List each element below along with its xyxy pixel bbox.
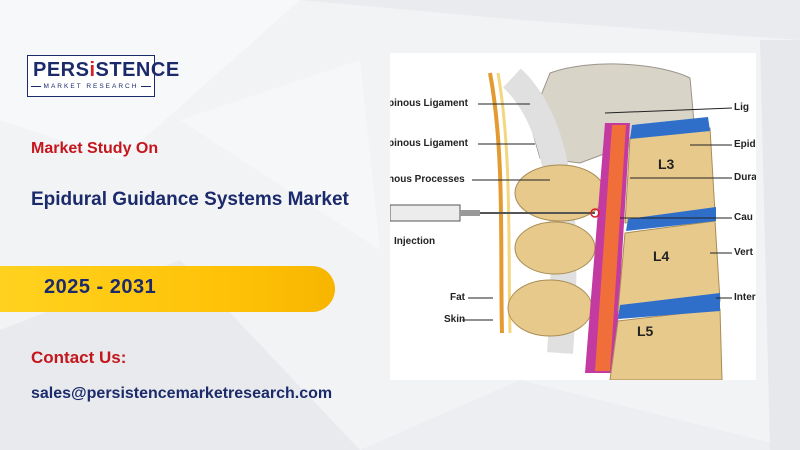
spine-illustration: pinous Ligament pinous Ligament nous Pro… bbox=[390, 53, 756, 380]
label-vertebra: Vert bbox=[734, 247, 753, 258]
vertebra-l4: L4 bbox=[653, 248, 670, 264]
vertebra-l3: L3 bbox=[658, 156, 675, 172]
label-injection: Injection bbox=[394, 236, 436, 247]
contact-label: Contact Us: bbox=[31, 348, 127, 367]
label-spinous-processes: nous Processes bbox=[390, 174, 465, 185]
company-logo: PERSiSTENCE MARKET RESEARCH bbox=[27, 55, 179, 101]
logo-subtitle: MARKET RESEARCH bbox=[27, 83, 155, 91]
year-band bbox=[0, 266, 335, 312]
label-cauda: Cau bbox=[734, 212, 753, 223]
label-intervertebral: Inter bbox=[734, 292, 756, 303]
vertebra-l5: L5 bbox=[637, 323, 654, 339]
label-fat: Fat bbox=[450, 292, 465, 303]
spine-diagram bbox=[390, 63, 733, 380]
study-label: Market Study On bbox=[31, 140, 159, 157]
label-ligament: Lig bbox=[734, 102, 749, 113]
contact-email[interactable]: sales@persistencemarketresearch.com bbox=[31, 385, 333, 402]
logo-wordmark: PERSiSTENCE bbox=[33, 59, 180, 81]
label-skin: Skin bbox=[444, 314, 466, 325]
logo-word-part3: STENCE bbox=[95, 59, 180, 81]
report-title: Epidural Guidance Systems Market bbox=[31, 189, 349, 210]
logo-word-part2: i bbox=[89, 59, 96, 81]
label-interspinous: pinous Ligament bbox=[390, 138, 468, 149]
logo-word-part1: PERS bbox=[33, 59, 90, 81]
label-supraspinous: pinous Ligament bbox=[390, 98, 468, 109]
forecast-years: 2025 - 2031 bbox=[44, 276, 157, 298]
label-epidural: Epid bbox=[734, 139, 756, 150]
label-dura: Dura bbox=[734, 172, 756, 183]
